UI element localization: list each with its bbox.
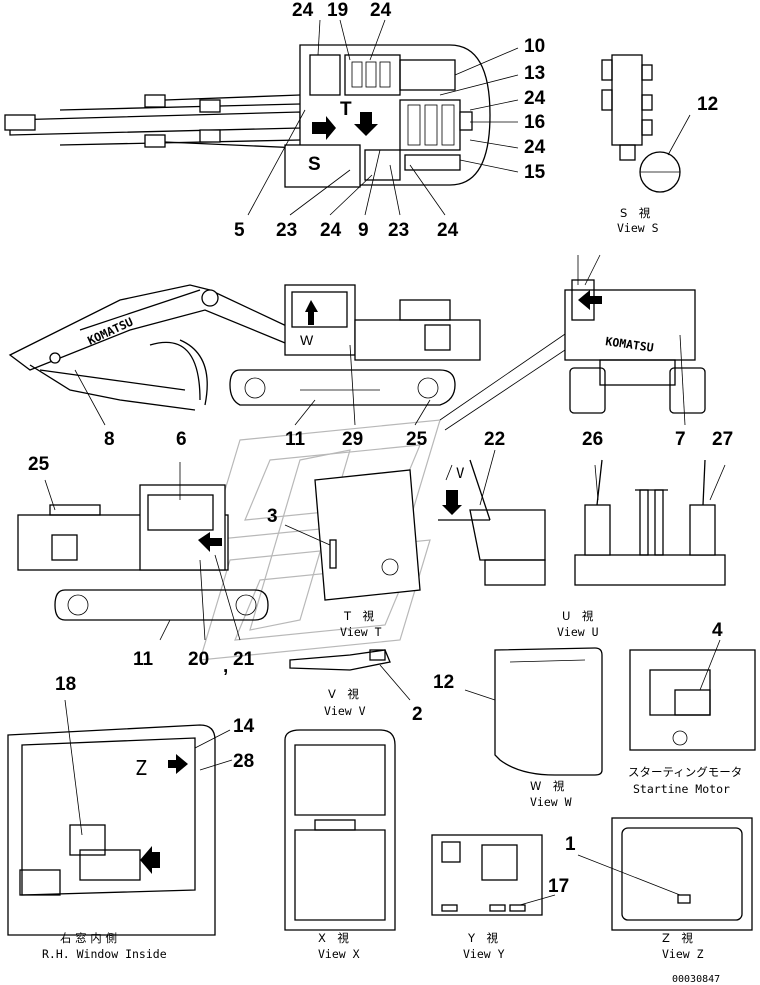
callout-19: 19 bbox=[327, 0, 348, 21]
caption-view-v: View V bbox=[324, 704, 366, 718]
view-u-levers bbox=[574, 459, 726, 586]
callout-11-right-side: 11 bbox=[133, 649, 154, 670]
callout-21: 21 bbox=[233, 649, 255, 670]
callout-27: 27 bbox=[712, 429, 733, 450]
callout-3: 3 bbox=[267, 506, 278, 527]
callout-25-right-side: 25 bbox=[28, 454, 50, 475]
callout-2: 2 bbox=[412, 704, 423, 725]
caption-rh-window-jp: 右 窓 内 側 bbox=[60, 931, 117, 945]
callout-12-view-w: 12 bbox=[433, 672, 454, 693]
callout-9: 9 bbox=[358, 220, 369, 241]
callout-24-top-right: 24 bbox=[370, 0, 392, 21]
caption-view-w: View W bbox=[530, 795, 572, 809]
caption-view-t: View T bbox=[340, 625, 382, 639]
caption-view-z-jp: Z 視 bbox=[662, 931, 693, 945]
caption-view-x-jp: X 視 bbox=[318, 931, 349, 945]
callout-5: 5 bbox=[234, 220, 245, 241]
callout-25-side: 25 bbox=[406, 429, 428, 450]
caption-view-y-jp: Y 視 bbox=[467, 931, 499, 945]
caption-view-s: View S bbox=[617, 221, 659, 235]
caption-rh-window: R.H. Window Inside bbox=[42, 947, 167, 961]
callout-17: 17 bbox=[548, 876, 569, 897]
lever-assembly-22 bbox=[438, 449, 546, 586]
callout-23-right: 23 bbox=[388, 220, 409, 241]
callout-24-bottom-1: 24 bbox=[320, 220, 342, 241]
caption-starting-motor-jp: スターティングモータ bbox=[628, 765, 742, 779]
callout-24-right-2: 24 bbox=[524, 137, 546, 158]
callout-13: 13 bbox=[524, 63, 545, 84]
side-view-right bbox=[17, 462, 269, 641]
callout-28: 28 bbox=[233, 751, 254, 772]
callout-4: 4 bbox=[712, 620, 723, 641]
callout-7: 7 bbox=[675, 429, 686, 450]
callout-14: 14 bbox=[233, 716, 255, 737]
caption-view-y: View Y bbox=[463, 947, 505, 961]
callout-8: 8 bbox=[104, 429, 115, 450]
starting-motor-view bbox=[629, 639, 756, 751]
rh-window-inside-view: Z bbox=[7, 699, 233, 936]
callout-15: 15 bbox=[524, 162, 546, 183]
view-w-decal bbox=[464, 647, 603, 776]
caption-view-z: View Z bbox=[662, 947, 704, 961]
caption-view-s-jp: S 視 bbox=[620, 206, 651, 220]
callout-26: 26 bbox=[582, 429, 603, 450]
caption-view-t-jp: T 視 bbox=[343, 609, 375, 623]
marker-v: V bbox=[456, 466, 465, 482]
caption-starting-motor: Startine Motor bbox=[633, 782, 730, 796]
callout-29: 29 bbox=[342, 429, 363, 450]
brand-text-rear: KOMATSU bbox=[605, 334, 655, 355]
callout-23-left: 23 bbox=[276, 220, 297, 241]
callout-6: 6 bbox=[176, 429, 187, 450]
callout-18: 18 bbox=[55, 674, 76, 695]
callout-comma: , bbox=[223, 656, 228, 677]
callout-1: 1 bbox=[565, 834, 576, 855]
caption-view-v-jp: V 視 bbox=[328, 687, 359, 701]
caption-view-w-jp: W 視 bbox=[530, 779, 565, 793]
view-v-part bbox=[289, 649, 411, 701]
callout-24-right-1: 24 bbox=[524, 88, 546, 109]
view-x-door bbox=[284, 729, 396, 931]
callout-20: 20 bbox=[188, 649, 209, 670]
view-t-panel bbox=[284, 469, 421, 601]
marker-w: W bbox=[300, 332, 314, 348]
callout-24-top-left: 24 bbox=[292, 0, 314, 21]
callout-24-bottom-2: 24 bbox=[437, 220, 459, 241]
caption-view-u: View U bbox=[557, 625, 599, 639]
callout-16: 16 bbox=[524, 112, 545, 133]
callout-22: 22 bbox=[484, 429, 505, 450]
marker-z: Z bbox=[135, 756, 147, 780]
callout-11-side: 11 bbox=[285, 429, 306, 450]
view-s-valve bbox=[601, 54, 691, 193]
view-y-panel bbox=[431, 834, 556, 916]
callout-10: 10 bbox=[524, 36, 545, 57]
view-z-window bbox=[577, 817, 753, 931]
side-view-machine: KOMATSU W bbox=[8, 284, 611, 431]
caption-view-u-jp: U 視 bbox=[562, 609, 594, 623]
marker-t: T bbox=[340, 99, 352, 120]
caption-view-x: View X bbox=[318, 947, 360, 961]
rear-view-machine: KOMATSU bbox=[564, 254, 706, 426]
marker-s: S bbox=[308, 154, 321, 175]
drawing-number: 00030847 bbox=[672, 974, 720, 985]
callout-12-view-s: 12 bbox=[697, 94, 718, 115]
top-plan-view: S T bbox=[4, 19, 519, 216]
